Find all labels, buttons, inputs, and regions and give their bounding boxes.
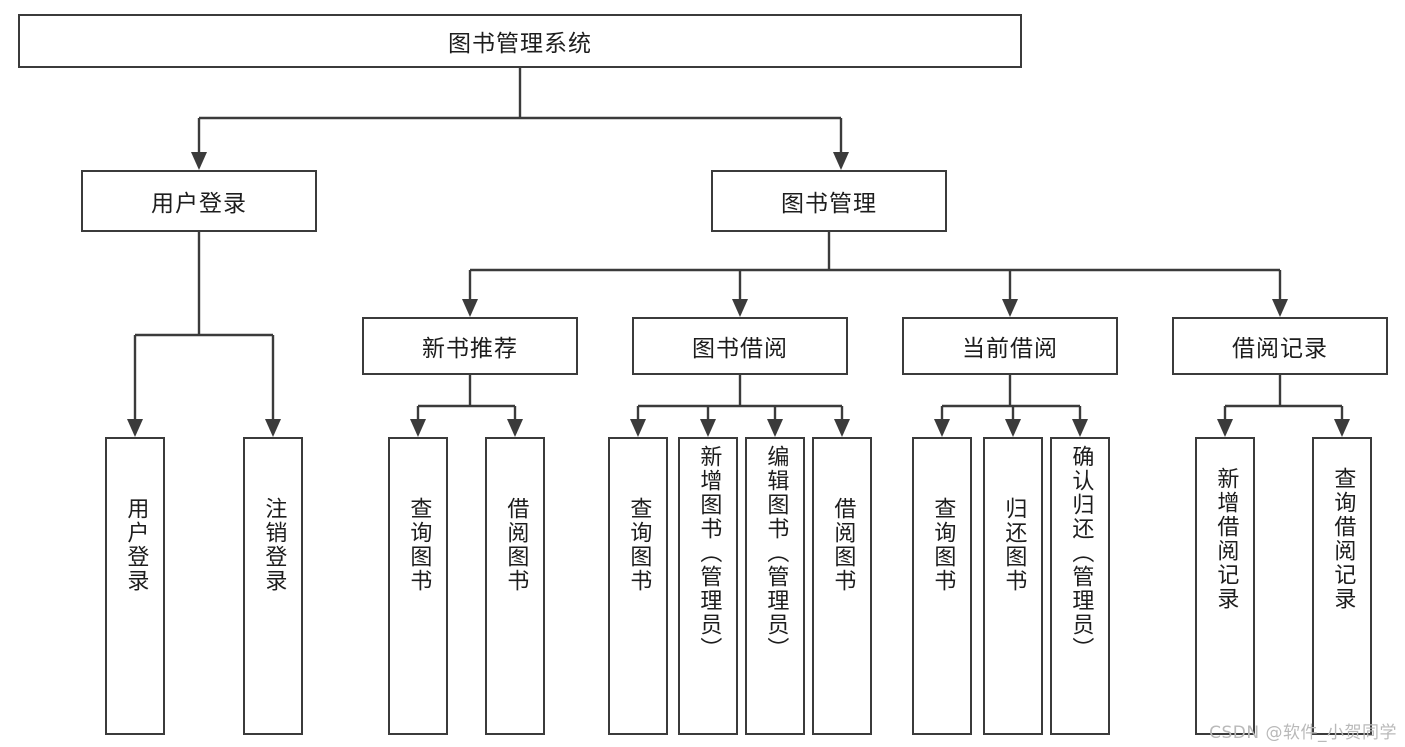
- leaf-query-book-borrow-label: 查询图书: [626, 497, 652, 593]
- node-current-borrow[interactable]: 当前借阅: [902, 317, 1118, 375]
- leaf-confirm-return-admin-label: 确认归还（管理员）: [1068, 445, 1094, 661]
- leaf-logout[interactable]: 注销登录: [243, 437, 303, 735]
- leaf-return-book-label: 归还图书: [1001, 497, 1027, 593]
- leaf-edit-book-admin[interactable]: 编辑图书（管理员）: [745, 437, 805, 735]
- leaf-borrow-book-recommend-label: 借阅图书: [503, 497, 529, 593]
- node-user-login-label: 用户登录: [151, 191, 247, 217]
- leaf-confirm-return-admin[interactable]: 确认归还（管理员）: [1050, 437, 1110, 735]
- node-current-borrow-label: 当前借阅: [962, 336, 1058, 362]
- leaf-edit-book-admin-label: 编辑图书（管理员）: [763, 445, 789, 661]
- leaf-query-book-recommend-label: 查询图书: [406, 497, 432, 593]
- node-book-borrow[interactable]: 图书借阅: [632, 317, 848, 375]
- node-borrow-record-label: 借阅记录: [1232, 336, 1328, 362]
- node-borrow-record[interactable]: 借阅记录: [1172, 317, 1388, 375]
- node-book-borrow-label: 图书借阅: [692, 336, 788, 362]
- leaf-borrow-book[interactable]: 借阅图书: [812, 437, 872, 735]
- leaf-add-book-admin[interactable]: 新增图书（管理员）: [678, 437, 738, 735]
- leaf-user-login-label: 用户登录: [123, 497, 149, 593]
- node-book-management-label: 图书管理: [781, 191, 877, 217]
- leaf-logout-label: 注销登录: [261, 497, 287, 593]
- leaf-add-borrow-record[interactable]: 新增借阅记录: [1195, 437, 1255, 735]
- leaf-query-borrow-record[interactable]: 查询借阅记录: [1312, 437, 1372, 735]
- node-book-management[interactable]: 图书管理: [711, 170, 947, 232]
- leaf-borrow-book-label: 借阅图书: [830, 497, 856, 593]
- node-root-label: 图书管理系统: [448, 31, 592, 57]
- leaf-user-login[interactable]: 用户登录: [105, 437, 165, 735]
- watermark-text: CSDN @软件_小贺同学: [1209, 723, 1397, 743]
- node-new-book-recommend[interactable]: 新书推荐: [362, 317, 578, 375]
- leaf-query-book-borrow[interactable]: 查询图书: [608, 437, 668, 735]
- leaf-add-book-admin-label: 新增图书（管理员）: [696, 445, 722, 661]
- leaf-query-book-current-label: 查询图书: [930, 497, 956, 593]
- leaf-query-book-recommend[interactable]: 查询图书: [388, 437, 448, 735]
- leaf-query-book-current[interactable]: 查询图书: [912, 437, 972, 735]
- leaf-borrow-book-recommend[interactable]: 借阅图书: [485, 437, 545, 735]
- node-root[interactable]: 图书管理系统: [18, 14, 1022, 68]
- leaf-query-borrow-record-label: 查询借阅记录: [1330, 467, 1356, 611]
- leaf-return-book[interactable]: 归还图书: [983, 437, 1043, 735]
- node-new-book-recommend-label: 新书推荐: [422, 336, 518, 362]
- node-user-login[interactable]: 用户登录: [81, 170, 317, 232]
- leaf-add-borrow-record-label: 新增借阅记录: [1213, 467, 1239, 611]
